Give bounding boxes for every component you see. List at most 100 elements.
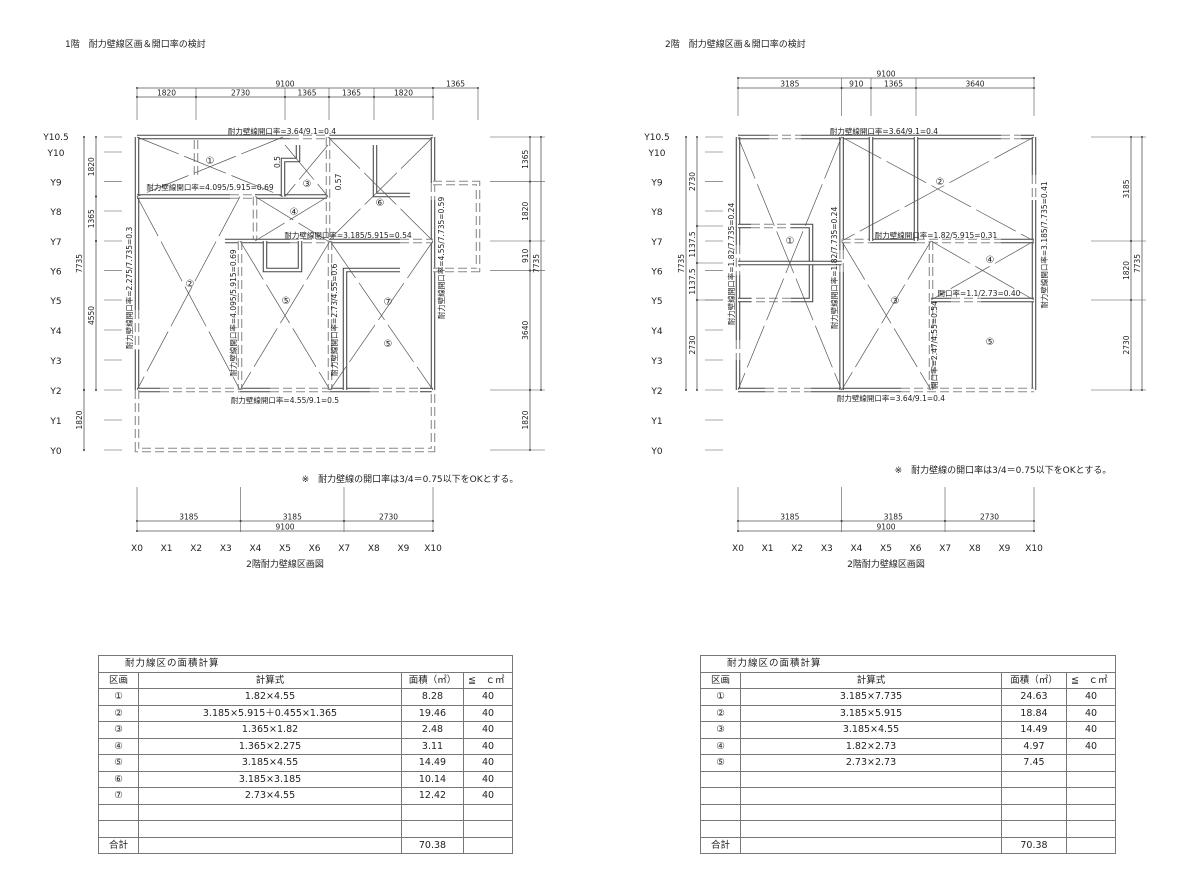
x-axis-label: X4 [850,544,862,554]
region-number: ⑤ [282,296,291,307]
region-number: ⑤ [986,337,995,348]
dimension-top: 2730 [231,89,250,98]
region-number: ③ [891,296,900,307]
y-axis-label: Y0 [650,447,662,457]
opening-ratio-label: 耐力壁線開口率=4.55/7.735=0.59 [436,197,446,320]
table-row [700,820,1116,838]
empty-cell [1066,836,1116,854]
y-axis-label: Y6 [650,268,662,278]
opening-ratio-label: 耐力壁線開口率=4.095/5.915=0.69 [146,182,273,192]
x-axis-label: X5 [279,544,291,554]
limit-cell: 40 [463,704,513,722]
x-axis-label: X10 [1025,544,1043,554]
formula-cell [740,770,1002,788]
column-header: ≦ ｃ㎡ [463,671,513,689]
y-axis-label: Y10 [47,149,65,159]
x-axis-label: X1 [762,544,774,554]
x-axis-label: X9 [998,544,1010,554]
region-cell [98,803,139,821]
limit-cell: 40 [463,754,513,772]
diagonal-line [327,136,434,242]
region-number: ② [936,177,945,188]
dimension-top-total: 9100 [876,70,895,79]
dimension-right-total: 7735 [1133,254,1142,273]
area-cell [1001,787,1067,805]
formula-cell: 1.365×1.82 [138,721,402,739]
limit-cell [463,803,513,821]
dimension-right: 1820 [1122,261,1131,280]
region-cell: ② [98,704,139,722]
dimension-note: 0.57 [334,173,343,190]
limit-cell [463,820,513,838]
opening-ratio-label: 耐力壁線開口率=2.275/7.735=0.3 [124,227,134,350]
x-axis-label: X10 [424,544,442,554]
area-cell: 2.48 [401,721,464,739]
formula-cell: 3.185×5.915 [740,704,1002,722]
dimension-top: 1365 [342,89,361,98]
area-cell [1001,770,1067,788]
x-axis-label: X0 [131,544,143,554]
wall [280,145,301,197]
diagonal-line [737,136,842,391]
diagonal-line [841,136,1035,242]
region-number: ② [186,279,195,290]
x-axis-label: X3 [821,544,833,554]
diagonal-line [841,240,932,391]
diagonal-line [329,240,434,391]
y-axis-label: Y9 [650,179,662,189]
region-number: ④ [986,255,995,266]
plan-caption: 2階耐力壁線区画図 [847,558,925,570]
total-area: 70.38 [401,836,464,854]
x-axis-label: X0 [732,544,744,554]
x-axis-label: X7 [939,544,951,554]
column-header: 計算式 [138,671,402,689]
dimension-top: 910 [849,80,864,89]
diagonal-line [284,144,329,197]
y-axis-label: Y4 [49,327,61,337]
region-cell: ⑤ [98,754,139,772]
dimension-top: 1365 [297,89,316,98]
dimension-left-total: 7735 [75,254,84,273]
area-cell: 3.11 [401,737,464,755]
area-cell: 4.97 [1001,737,1067,755]
area-cell [401,820,464,838]
formula-cell [138,803,402,821]
y-axis-label: Y2 [49,387,61,397]
limit-cell: 40 [463,721,513,739]
dimension-bottom: 3185 [884,513,903,522]
region-number: ⑦ [384,297,393,308]
dimension-note: 0.5 [273,156,282,168]
area-cell [401,803,464,821]
column-header: 計算式 [740,671,1002,689]
x-axis-label: X6 [910,544,922,554]
table-row [700,803,1116,821]
column-header: 面積（㎡） [401,671,464,689]
opening-ratio-label: 耐力壁線開口率=4.095/5.915=0.69 [228,249,238,376]
y-axis-label: Y5 [650,297,662,307]
y-axis-label: Y7 [650,238,662,248]
opening-ratio-label: 耐力壁線開口率=1.82/7.735=0.24 [726,203,736,326]
diagonal-line [136,196,241,391]
x-axis-label: X2 [190,544,202,554]
dimension-bottom-total: 9100 [275,523,294,532]
area-cell [1001,803,1067,821]
region-cell: ③ [700,721,741,739]
formula-cell [740,820,1002,838]
limit-cell: 40 [463,787,513,805]
dimension-left: 1137.5 [688,268,697,294]
dimension-left: 1820 [75,410,84,429]
table-row [98,803,513,821]
dimension-bottom: 2730 [980,513,999,522]
ok-criteria-note: ※ 耐力壁線の開口率は3/4＝0.75以下をOKとする。 [302,473,519,485]
ok-criteria-note: ※ 耐力壁線の開口率は3/4＝0.75以下をOKとする。 [895,464,1112,476]
limit-cell [1066,754,1116,772]
area-cell: 8.28 [401,688,464,706]
y-axis-label: Y10.5 [42,133,69,143]
formula-cell: 3.185×4.55 [138,754,402,772]
y-axis-label: Y10.5 [643,133,670,143]
region-cell: ④ [98,737,139,755]
